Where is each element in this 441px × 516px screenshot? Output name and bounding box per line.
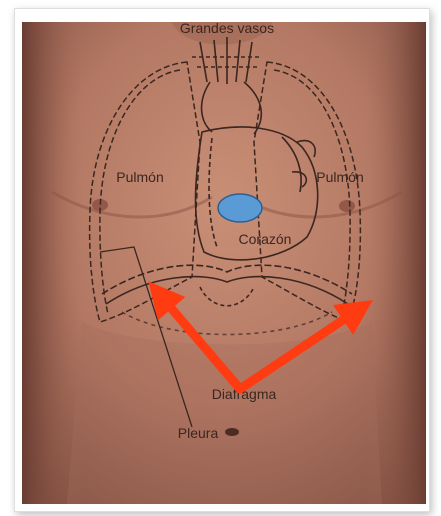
label-lung-right: Pulmón — [116, 169, 163, 185]
label-lung-left: Pulmón — [316, 169, 363, 185]
blue-marker — [218, 194, 262, 222]
anatomy-photo: Grandes vasos Pulmón Pulmón Corazón Diaf… — [22, 22, 426, 504]
abdomen — [67, 322, 382, 504]
label-heart: Corazón — [239, 231, 292, 247]
navel — [225, 428, 239, 436]
nipple-left — [339, 200, 355, 212]
anatomy-illustration: Grandes vasos Pulmón Pulmón Corazón Diaf… — [22, 22, 426, 504]
label-pleura: Pleura — [178, 425, 219, 441]
label-great-vessels: Grandes vasos — [180, 22, 274, 36]
